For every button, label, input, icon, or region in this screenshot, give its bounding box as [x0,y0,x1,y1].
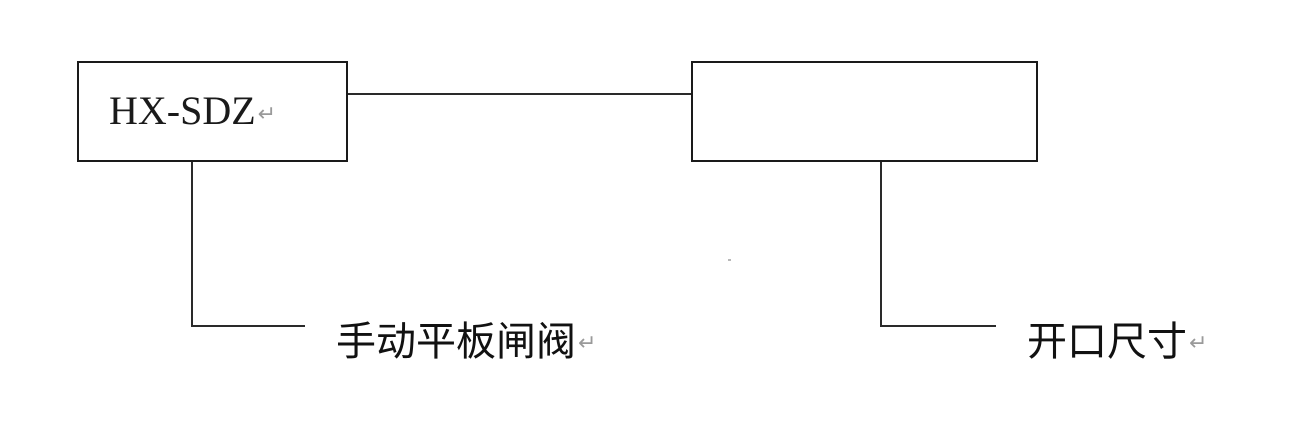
opening-size-text: 开口尺寸 [1027,319,1187,365]
leader-line-size-horizontal [880,325,996,327]
size-code-box [691,61,1038,162]
paragraph-mark-icon: ↵ [1189,331,1208,356]
valve-type-text: 手动平板闸阀 [336,319,576,365]
stray-dot [728,259,731,261]
model-code-value: HX-SDZ [109,88,256,133]
leader-line-valve-vertical [191,162,193,327]
valve-type-label: 手动平板闸阀↵ [336,318,596,368]
leader-line-size-vertical [880,162,882,327]
leader-line-valve-horizontal [191,325,305,327]
connector-line-horizontal [348,93,691,95]
model-code-box: HX-SDZ↵ [77,61,348,162]
paragraph-mark-icon: ↵ [257,101,277,127]
paragraph-mark-icon: ↵ [578,331,597,356]
model-code-text: HX-SDZ↵ [109,87,276,139]
opening-size-label: 开口尺寸↵ [1027,318,1207,368]
